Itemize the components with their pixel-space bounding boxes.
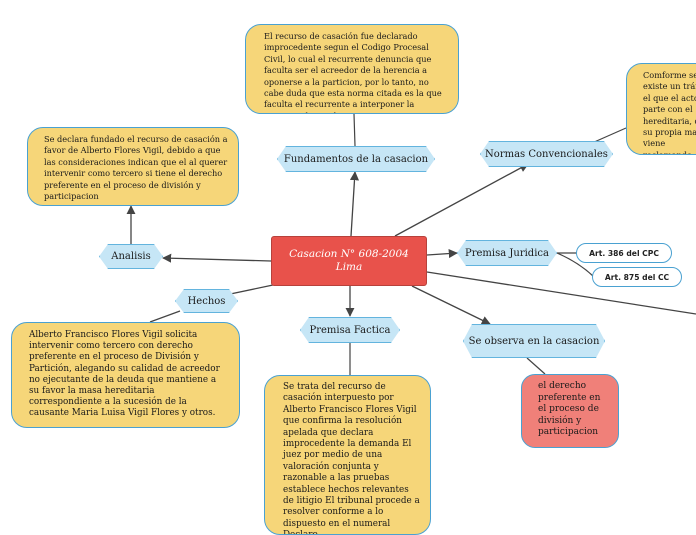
connector-analisis: [162, 253, 272, 263]
article-cc-875[interactable]: Art. 875 del CC: [592, 267, 682, 287]
note-analisis[interactable]: Se declara fundado el recurso de casació…: [27, 127, 239, 206]
connector-premisa-juridica: [426, 249, 458, 259]
connector-normas-note: [591, 127, 627, 144]
topic-premisa-factica-label: Premisa Factica: [309, 324, 391, 336]
note-fundamentos[interactable]: El recurso de casación fue declarado imp…: [245, 24, 459, 114]
connector-normas: [394, 163, 529, 237]
mind-map-canvas: Casacion N° 608-2004 Lima Fundamentos de…: [11, 24, 696, 535]
note-fundamentos-text: El recurso de casación fue declarado imp…: [264, 31, 442, 113]
topic-hechos-label: Hechos: [187, 295, 226, 307]
topic-se-observa[interactable]: Se observa en la casacion: [463, 324, 605, 358]
connector-lines: [126, 113, 696, 376]
topic-hechos[interactable]: Hechos: [175, 289, 238, 313]
topic-premisa-factica[interactable]: Premisa Factica: [300, 317, 400, 343]
connector-fundamentos: [349, 171, 360, 237]
note-hechos[interactable]: Alberto Francisco Flores Vigil solicita …: [11, 322, 240, 428]
note-hechos-text: Alberto Francisco Flores Vigil solicita …: [29, 330, 220, 419]
connector-fundamentos-note: [353, 113, 356, 147]
article-cpc-386[interactable]: Art. 386 del CPC: [576, 243, 672, 263]
topic-premisa-juridica-label: Premisa Juridica: [465, 247, 549, 259]
note-se-observa[interactable]: el derecho preferente en el proceso de d…: [521, 374, 619, 448]
note-normas[interactable]: Comforme se existe un trámite el que el …: [626, 63, 696, 155]
topic-fundamentos-label: Fundamentos de la casacion: [283, 153, 429, 165]
connector-offscreen: [426, 271, 696, 315]
article-cc-875-label: Art. 875 del CC: [604, 272, 670, 282]
note-premisa-factica-text: Se trata del recurso de casación interpu…: [283, 382, 420, 534]
topic-se-observa-label: Se observa en la casacion: [468, 335, 600, 347]
central-topic[interactable]: Casacion N° 608-2004 Lima: [271, 236, 427, 286]
connector-hechos-note: [149, 310, 181, 323]
central-topic-subtitle: Lima: [335, 261, 363, 273]
connector-observa-note: [526, 357, 546, 375]
topic-normas-convencionales[interactable]: Normas Convencionales: [480, 141, 613, 167]
topic-analisis[interactable]: Analisis: [99, 244, 163, 269]
topic-premisa-juridica[interactable]: Premisa Juridica: [457, 240, 557, 266]
topic-fundamentos[interactable]: Fundamentos de la casacion: [277, 146, 435, 172]
note-se-observa-text: el derecho preferente en el proceso de d…: [538, 381, 601, 437]
central-topic-title: Casacion N° 608-2004: [289, 248, 409, 260]
article-cpc-386-label: Art. 386 del CPC: [589, 248, 659, 258]
connector-article-2: [556, 252, 594, 277]
note-normas-text: Comforme se existe un trámite el que el …: [643, 70, 696, 155]
topic-normas-label: Normas Convencionales: [485, 148, 608, 160]
topic-analisis-label: Analisis: [111, 251, 151, 262]
note-analisis-text: Se declara fundado el recurso de casació…: [44, 134, 228, 202]
note-premisa-factica[interactable]: Se trata del recurso de casación interpu…: [264, 375, 431, 535]
connector-observa: [411, 285, 491, 325]
